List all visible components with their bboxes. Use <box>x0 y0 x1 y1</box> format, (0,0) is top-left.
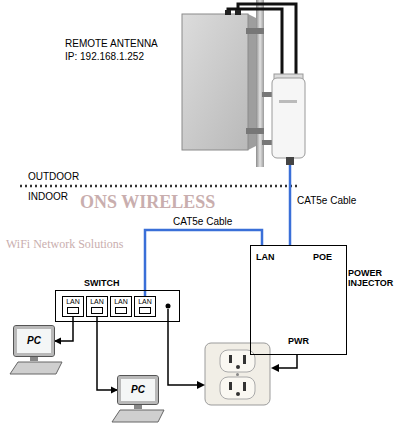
node-text: LAN <box>87 298 107 306</box>
outlet-slot <box>229 382 232 390</box>
port-socket <box>91 307 103 314</box>
lan-port: LAN <box>86 296 108 317</box>
receptacle <box>220 377 255 399</box>
radio-unit <box>272 78 305 158</box>
lan-port: LAN <box>134 296 156 317</box>
ground-hole <box>236 392 240 396</box>
keyboard <box>112 410 164 422</box>
port-socket <box>67 307 79 314</box>
patch-cable <box>97 317 118 394</box>
node-text: IP: 192.168.1.252 <box>65 51 144 63</box>
keyboard <box>10 362 62 374</box>
node-text: PC <box>121 384 155 396</box>
connector-line <box>145 230 262 296</box>
watermark: WiFi Network Solutions <box>6 238 124 252</box>
node-text: PC <box>17 335 51 347</box>
ground-hole <box>236 365 240 369</box>
lan-port: LAN <box>110 296 132 317</box>
arrow-head <box>54 338 61 345</box>
pc-monitor: PC <box>118 376 158 404</box>
node-text: POE <box>313 252 332 262</box>
power-injector-box: LANPOEPOWER INJECTORPWR <box>250 245 347 355</box>
node-text: LAN <box>63 298 83 306</box>
cat5e-cable <box>145 230 262 296</box>
arrow-head <box>111 387 118 394</box>
cat5e-cable <box>290 165 291 245</box>
switch-power-jack <box>166 304 171 309</box>
cable-label: CAT5e Cable <box>296 195 357 207</box>
antenna-cable <box>228 9 282 76</box>
connector-line <box>54 317 73 341</box>
port-socket <box>115 307 127 314</box>
pole-clamp <box>246 128 264 134</box>
outdoor-indoor-divider <box>20 185 300 188</box>
outlet-slot <box>243 382 246 391</box>
outlet-slot <box>243 355 246 364</box>
radio-port <box>286 157 294 165</box>
port-socket <box>139 307 151 314</box>
node-text: LAN <box>111 298 131 306</box>
zone-label: OUTDOOR <box>28 171 79 183</box>
power-wire <box>278 355 297 368</box>
outlet-screw <box>236 373 239 376</box>
node-text: LAN <box>256 252 275 262</box>
arrow-head <box>271 364 279 372</box>
antenna-cable <box>238 4 296 76</box>
n-connector <box>235 10 241 15</box>
watermark: ONS WIRELESS <box>80 192 215 213</box>
cable-label: CAT5e Cable <box>172 216 233 228</box>
pc-monitor: PC <box>14 326 54 356</box>
radio-badge <box>279 100 297 103</box>
monitor-stand <box>134 404 142 409</box>
wall-outlet <box>205 343 270 405</box>
node-text: POWER INJECTOR <box>348 268 398 289</box>
arrow-head <box>197 381 205 389</box>
antenna-unit: REMOTE ANTENNAIP: 192.168.1.252 <box>182 0 307 165</box>
panel-antenna <box>182 14 248 150</box>
switch-box: SWITCHLANLANLANLAN <box>55 290 180 322</box>
lan-port: LAN <box>62 296 84 317</box>
node-text: REMOTE ANTENNA <box>65 38 158 50</box>
outlet-slot <box>229 355 232 363</box>
pole-clamp <box>246 28 264 34</box>
node-text: SWITCH <box>84 278 120 288</box>
connector-line <box>97 317 118 390</box>
node-text: PWR <box>251 336 346 346</box>
power-wire <box>168 309 198 385</box>
n-connector <box>225 10 231 15</box>
connector-line <box>289 165 292 245</box>
zone-label: INDOOR <box>28 191 68 203</box>
monitor-stand <box>30 356 38 361</box>
node-text: LAN <box>135 298 155 306</box>
